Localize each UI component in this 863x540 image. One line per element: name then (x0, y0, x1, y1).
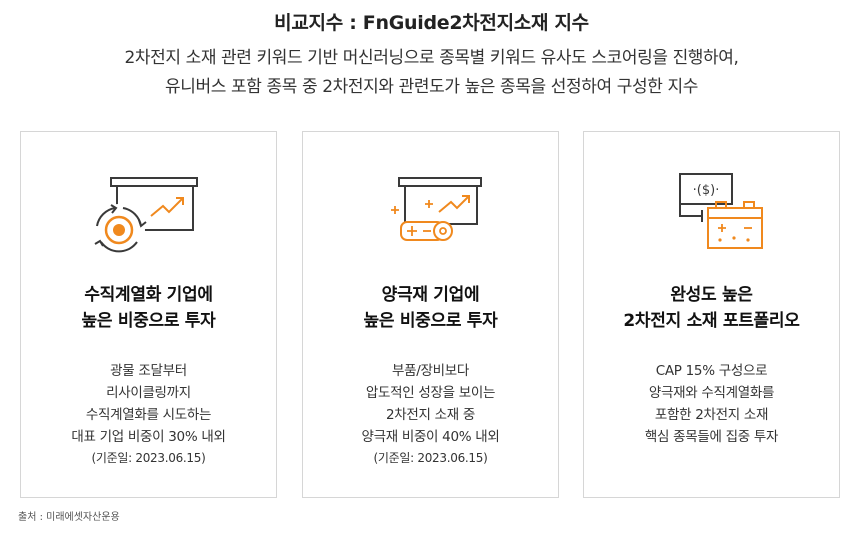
card-body: CAP 15% 구성으로 양극재와 수직계열화를 포함한 2차전지 소재 핵심 … (584, 360, 839, 448)
card-body-line: 광물 조달부터 (110, 363, 187, 379)
card-body-line: 핵심 종목들에 집중 투자 (644, 429, 779, 445)
card-body-line: 양극재 비중이 40% 내외 (361, 429, 500, 445)
cathode-growth-icon (303, 160, 558, 260)
card-date: (기준일: 2023.06.15) (373, 451, 488, 465)
card-heading-line-2: 높은 비중으로 투자 (363, 311, 498, 331)
card-body-line: 양극재와 수직계열화를 (648, 385, 775, 401)
card-body: 광물 조달부터 리사이클링까지 수직계열화를 시도하는 대표 기업 비중이 30… (21, 360, 276, 468)
subtitle-line-2: 유니버스 포함 종목 중 2차전지와 관련도가 높은 종목을 선정하여 구성한 … (165, 77, 698, 97)
card-vertical-integration: 수직계열화 기업에 높은 비중으로 투자 광물 조달부터 리사이클링까지 수직계… (20, 131, 277, 498)
page-title: 비교지수 : FnGuide2차전지소재 지수 (274, 12, 589, 34)
card-portfolio: ·($)· 완성도 높은 2차전지 소재 포트폴리오 CAP 15% 구성으로 … (583, 131, 840, 498)
card-cathode: 양극재 기업에 높은 비중으로 투자 부품/장비보다 압도적인 성장을 보이는 … (302, 131, 559, 498)
card-heading-line-1: 완성도 높은 (670, 285, 753, 305)
card-heading-line-1: 수직계열화 기업에 (84, 285, 213, 305)
card-heading-line-1: 양극재 기업에 (381, 285, 480, 305)
dollar-sign-text: ·($)· (692, 183, 719, 198)
card-heading: 수직계열화 기업에 높은 비중으로 투자 (21, 282, 276, 334)
card-date: (기준일: 2023.06.15) (91, 451, 206, 465)
card-body-line: 수직계열화를 시도하는 (85, 407, 212, 423)
card-heading-line-2: 2차전지 소재 포트폴리오 (623, 311, 800, 331)
card-body-line: 대표 기업 비중이 30% 내외 (71, 429, 226, 445)
battery-cap-icon: ·($)· (584, 160, 839, 260)
card-body-line: 압도적인 성장을 보이는 (365, 385, 496, 401)
card-body-line: CAP 15% 구성으로 (655, 363, 768, 379)
card-body-line: 리사이클링까지 (106, 385, 191, 401)
card-heading: 완성도 높은 2차전지 소재 포트폴리오 (584, 282, 839, 334)
card-body: 부품/장비보다 압도적인 성장을 보이는 2차전지 소재 중 양극재 비중이 4… (303, 360, 558, 468)
recycle-growth-icon (21, 160, 276, 260)
page-subtitle: 2차전지 소재 관련 키워드 기반 머신러닝으로 종목별 키워드 유사도 스코어… (0, 44, 863, 102)
subtitle-line-1: 2차전지 소재 관련 키워드 기반 머신러닝으로 종목별 키워드 유사도 스코어… (124, 48, 739, 68)
card-body-line: 부품/장비보다 (392, 363, 469, 379)
card-body-line: 2차전지 소재 중 (386, 407, 475, 423)
card-heading: 양극재 기업에 높은 비중으로 투자 (303, 282, 558, 334)
card-heading-line-2: 높은 비중으로 투자 (81, 311, 216, 331)
source-note: 출처 : 미래에셋자산운용 (18, 512, 120, 523)
card-body-line: 포함한 2차전지 소재 (654, 407, 769, 423)
